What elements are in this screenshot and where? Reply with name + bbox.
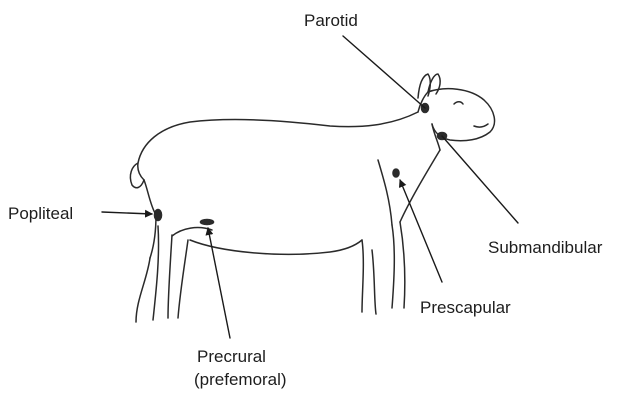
parotid-leader	[343, 36, 425, 108]
sheep-hind-leg-4	[168, 235, 172, 318]
popliteal-node	[154, 209, 162, 221]
parotid-label: Parotid	[304, 11, 358, 30]
sheep-hind-leg-1	[136, 258, 150, 322]
precrural-leader	[208, 228, 230, 338]
popliteal-label: Popliteal	[8, 204, 73, 223]
submandibular-leader	[442, 136, 518, 223]
sheep-fore-leg-3	[392, 225, 394, 308]
precrural-node	[200, 219, 214, 225]
sheep-rump-line	[144, 180, 156, 258]
sheep-fore-leg-2	[372, 250, 376, 314]
sheep-ear-left	[418, 74, 430, 98]
sheep-shoulder-line	[378, 160, 392, 225]
popliteal-leader	[102, 212, 152, 214]
submandibular-label: Submandibular	[488, 238, 603, 257]
leader-lines	[102, 36, 518, 338]
precrural-label-line2: (prefemoral)	[194, 370, 287, 389]
sheep-hind-leg-3	[178, 240, 188, 318]
labels: Parotid Popliteal Submandibular Prescapu…	[8, 11, 603, 389]
precrural-label-line1: Precrural	[197, 347, 266, 366]
sheep-back-line	[138, 112, 418, 180]
sheep-chest-line	[400, 150, 440, 222]
prescapular-leader	[400, 180, 442, 282]
prescapular-label: Prescapular	[420, 298, 511, 317]
sheep-belly-line	[190, 240, 362, 254]
sheep-fore-leg-4	[400, 222, 405, 308]
sheep-eye	[454, 102, 463, 104]
sheep-stifle-line	[172, 228, 212, 236]
sheep-head-outline	[428, 89, 495, 141]
sheep-outline	[130, 74, 494, 322]
sheep-fore-leg-1	[362, 240, 363, 312]
sheep-mouth	[474, 124, 488, 127]
prescapular-node	[393, 169, 400, 178]
